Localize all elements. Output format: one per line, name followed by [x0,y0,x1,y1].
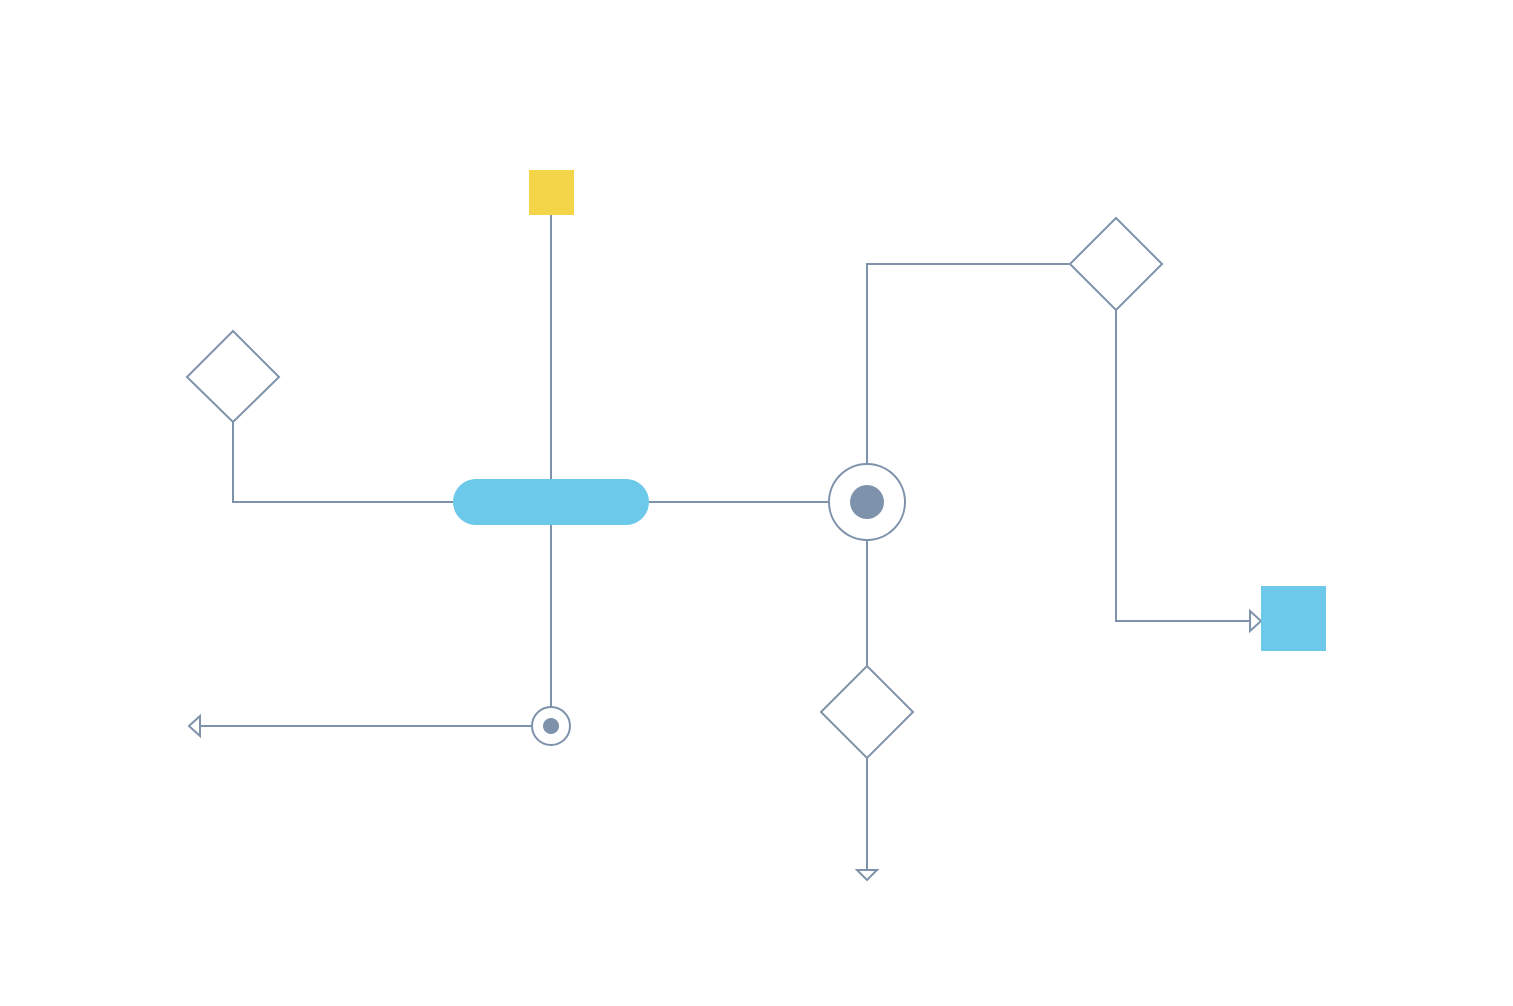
junction-dot [850,485,884,519]
edge-top-right-decision-to-blue-end [1115,310,1250,622]
right-junction-node[interactable] [828,463,906,541]
nodes [185,170,1326,760]
central-bar-node[interactable] [453,479,649,525]
edge-junction-to-top-right-decision [866,263,1070,464]
left-decision-node[interactable] [185,329,281,424]
bottom-merge-node[interactable] [531,706,571,746]
bottom-decision-node[interactable] [819,664,915,760]
arrowhead-right-icon [1249,608,1263,634]
arrowheads [187,608,1263,882]
arrowhead-down-icon [854,869,880,882]
yellow-start-node[interactable] [529,170,574,215]
connectors [200,215,1250,870]
edge-left-decision-to-bar [232,422,453,503]
merge-dot [543,718,559,734]
arrowhead-left-icon [187,713,201,739]
blue-end-node[interactable] [1261,586,1326,651]
top-right-decision-node[interactable] [1068,216,1164,312]
